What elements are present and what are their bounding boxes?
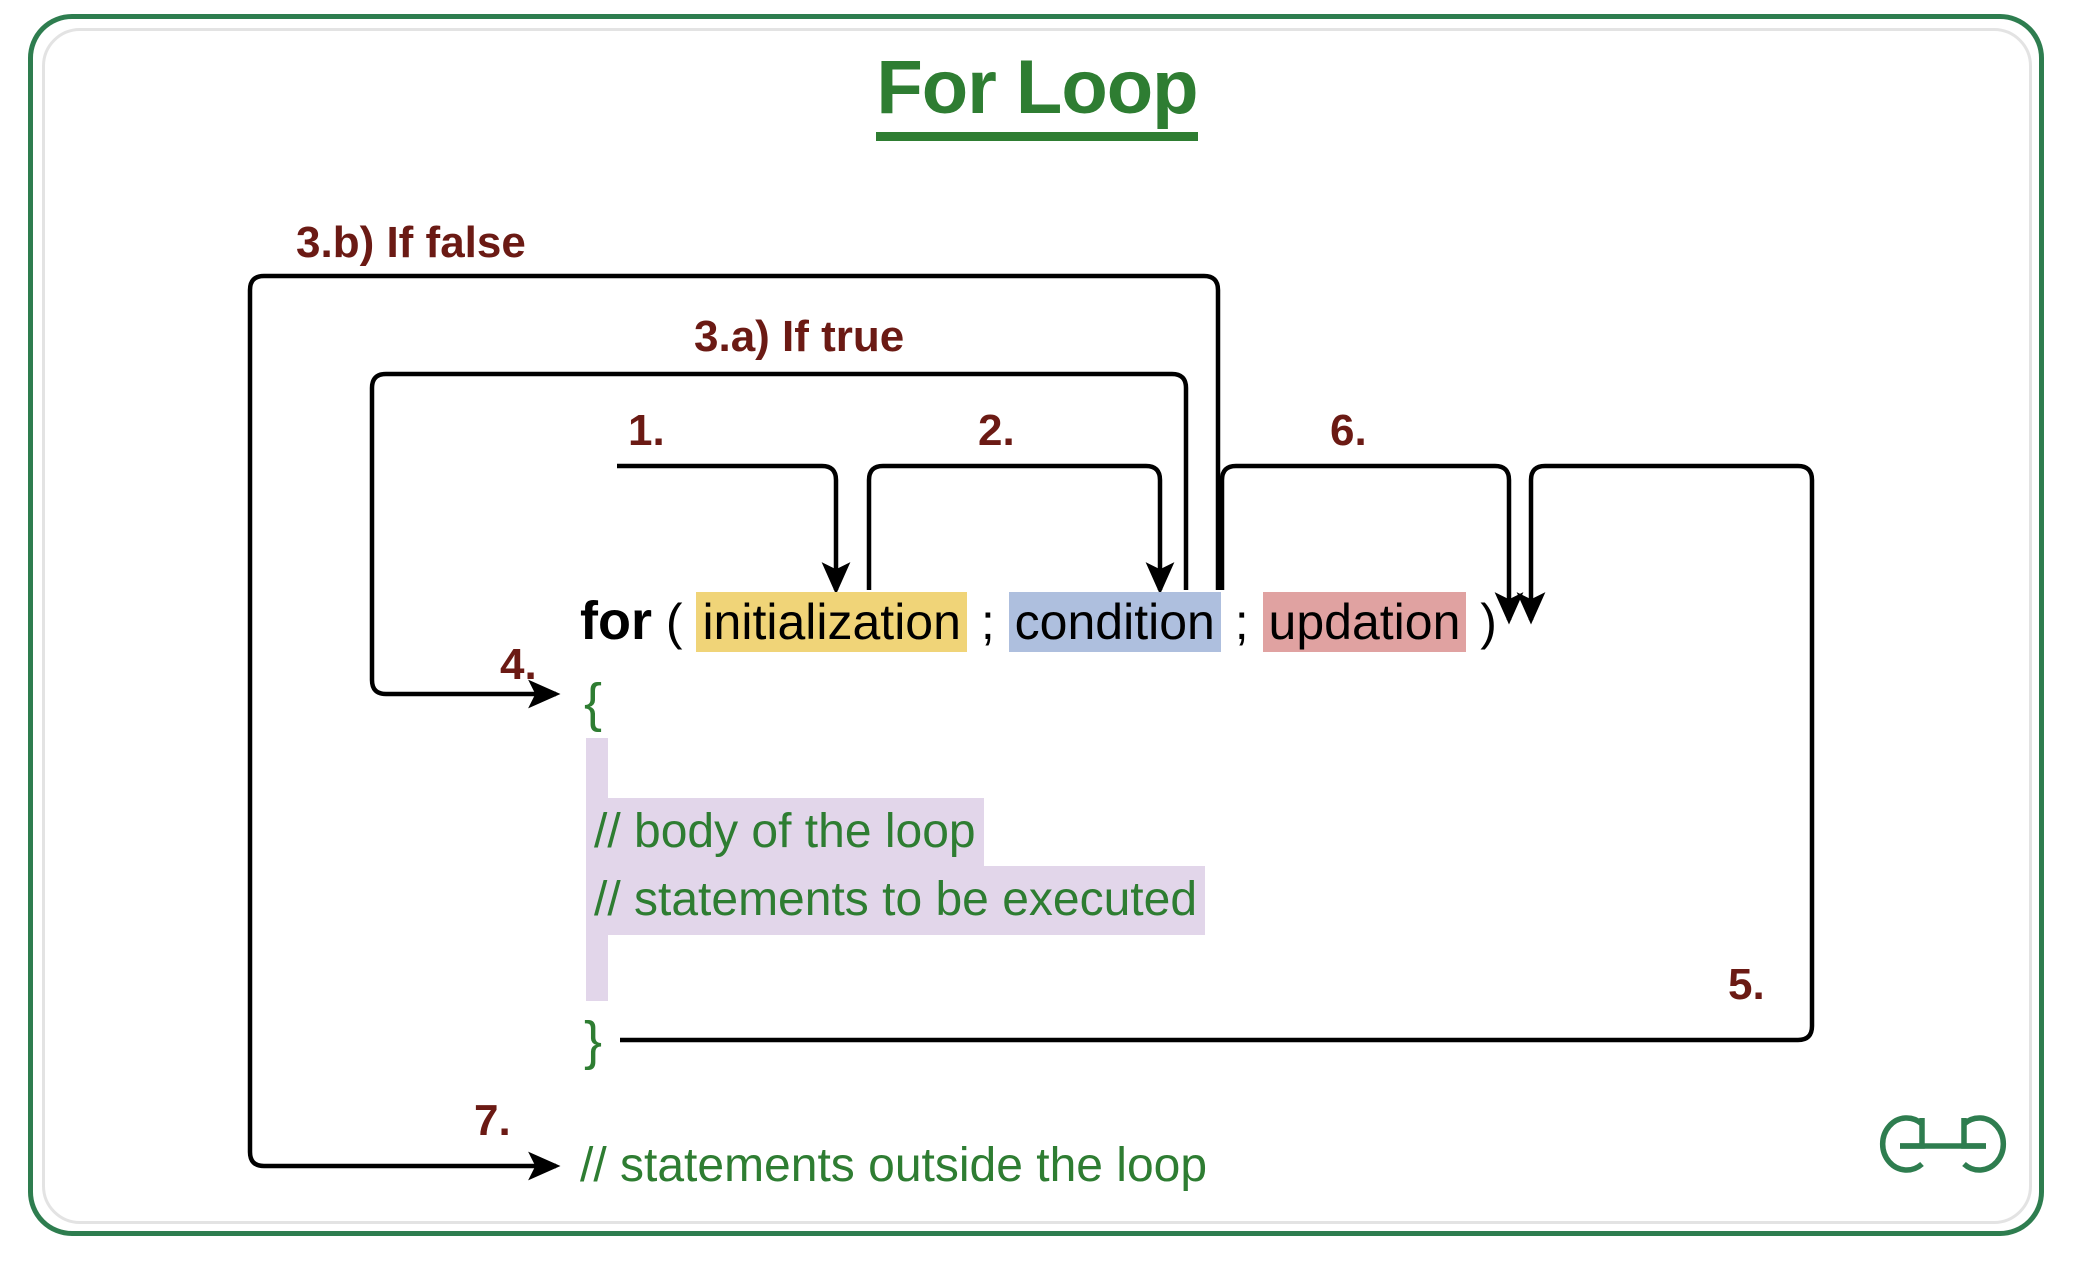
body-blank-strip-top: [586, 738, 608, 798]
arrow-step-3b-if-false: [247, 273, 1221, 1181]
for-statement-line: for ( initialization ; condition ; updat…: [580, 590, 1497, 652]
label-step-7: 7.: [474, 1096, 511, 1145]
arrow-step-3a-if-true: [369, 371, 1189, 709]
for-keyword: for: [580, 591, 652, 651]
close-brace: }: [584, 1011, 603, 1071]
arrow-step-6: [1219, 463, 1524, 625]
arrow-step-2: [866, 463, 1175, 595]
label-step-5: 5.: [1728, 960, 1765, 1009]
outside-loop-comment: // statements outside the loop: [580, 1139, 1208, 1192]
open-paren: (: [665, 594, 683, 650]
body-blank-strip-bottom: [586, 935, 608, 1001]
label-step-6: 6.: [1330, 406, 1367, 455]
body-comment-line-1: // body of the loop: [586, 798, 984, 867]
initialization-token: initialization: [696, 592, 967, 652]
label-step-1: 1.: [628, 406, 665, 455]
open-brace: {: [584, 673, 603, 733]
body-comment-line-2: // statements to be executed: [586, 866, 1206, 935]
close-paren: ): [1480, 594, 1497, 650]
arrow-step-5: [620, 463, 1815, 1043]
semicolon-2: ;: [1234, 594, 1249, 650]
condition-token: condition: [1008, 592, 1221, 652]
arrow-step-1: [617, 463, 851, 595]
semicolon-1: ;: [980, 594, 995, 650]
label-step-2: 2.: [978, 406, 1015, 455]
label-if-false: 3.b) If false: [296, 218, 526, 267]
page-title-text: For Loop: [876, 45, 1199, 141]
label-if-true: 3.a) If true: [694, 312, 905, 361]
page-title: For Loop: [0, 44, 2074, 141]
geeksforgeeks-logo: [1879, 1115, 2007, 1173]
updation-token: updation: [1262, 592, 1467, 652]
label-step-4: 4.: [500, 640, 537, 689]
